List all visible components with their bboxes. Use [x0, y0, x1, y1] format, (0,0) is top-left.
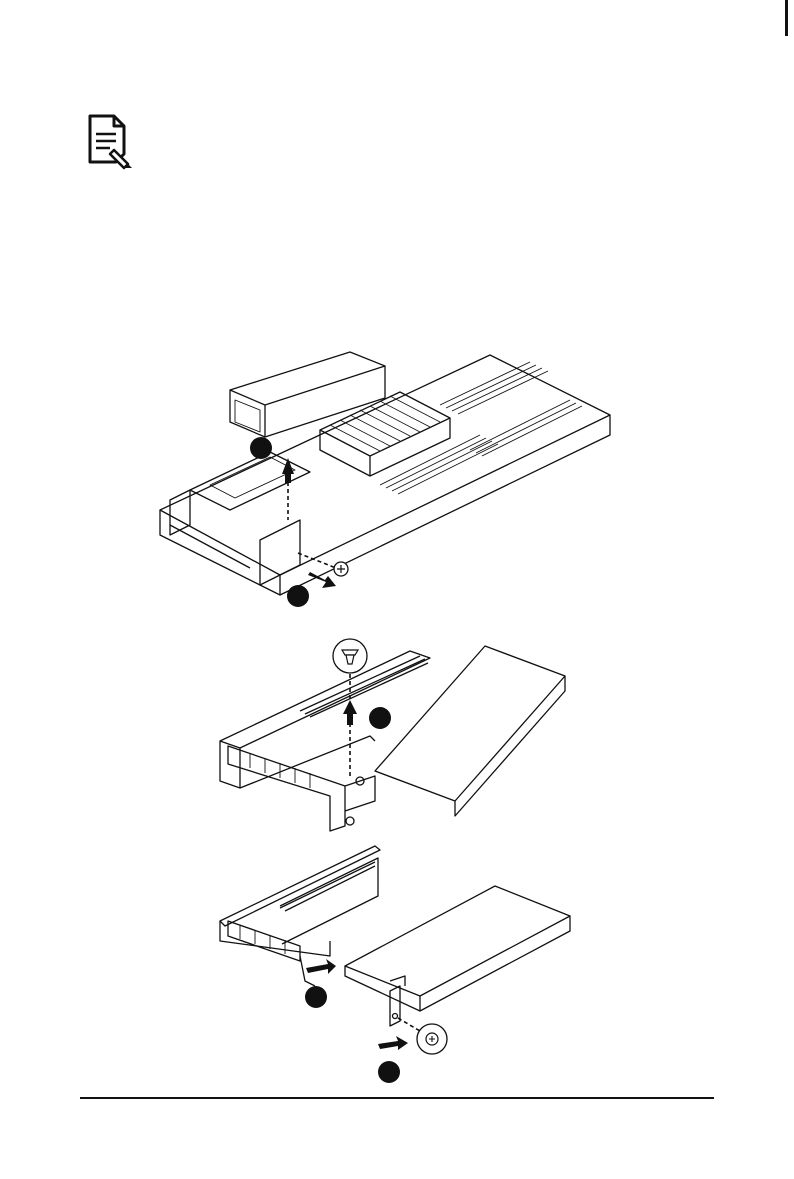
step-marker [378, 1061, 400, 1083]
figure-remove-riser-bracket-screw [210, 636, 575, 836]
step-marker [369, 707, 391, 729]
footer-rule [80, 1097, 714, 1099]
figure-remove-riser-from-node [150, 340, 620, 610]
step-marker [305, 986, 327, 1008]
note-document-pencil-icon [86, 114, 134, 170]
figure-install-card-into-riser [210, 836, 580, 1086]
top-edge-rule [785, 0, 788, 36]
step-marker [287, 585, 309, 607]
step-marker [250, 437, 272, 459]
